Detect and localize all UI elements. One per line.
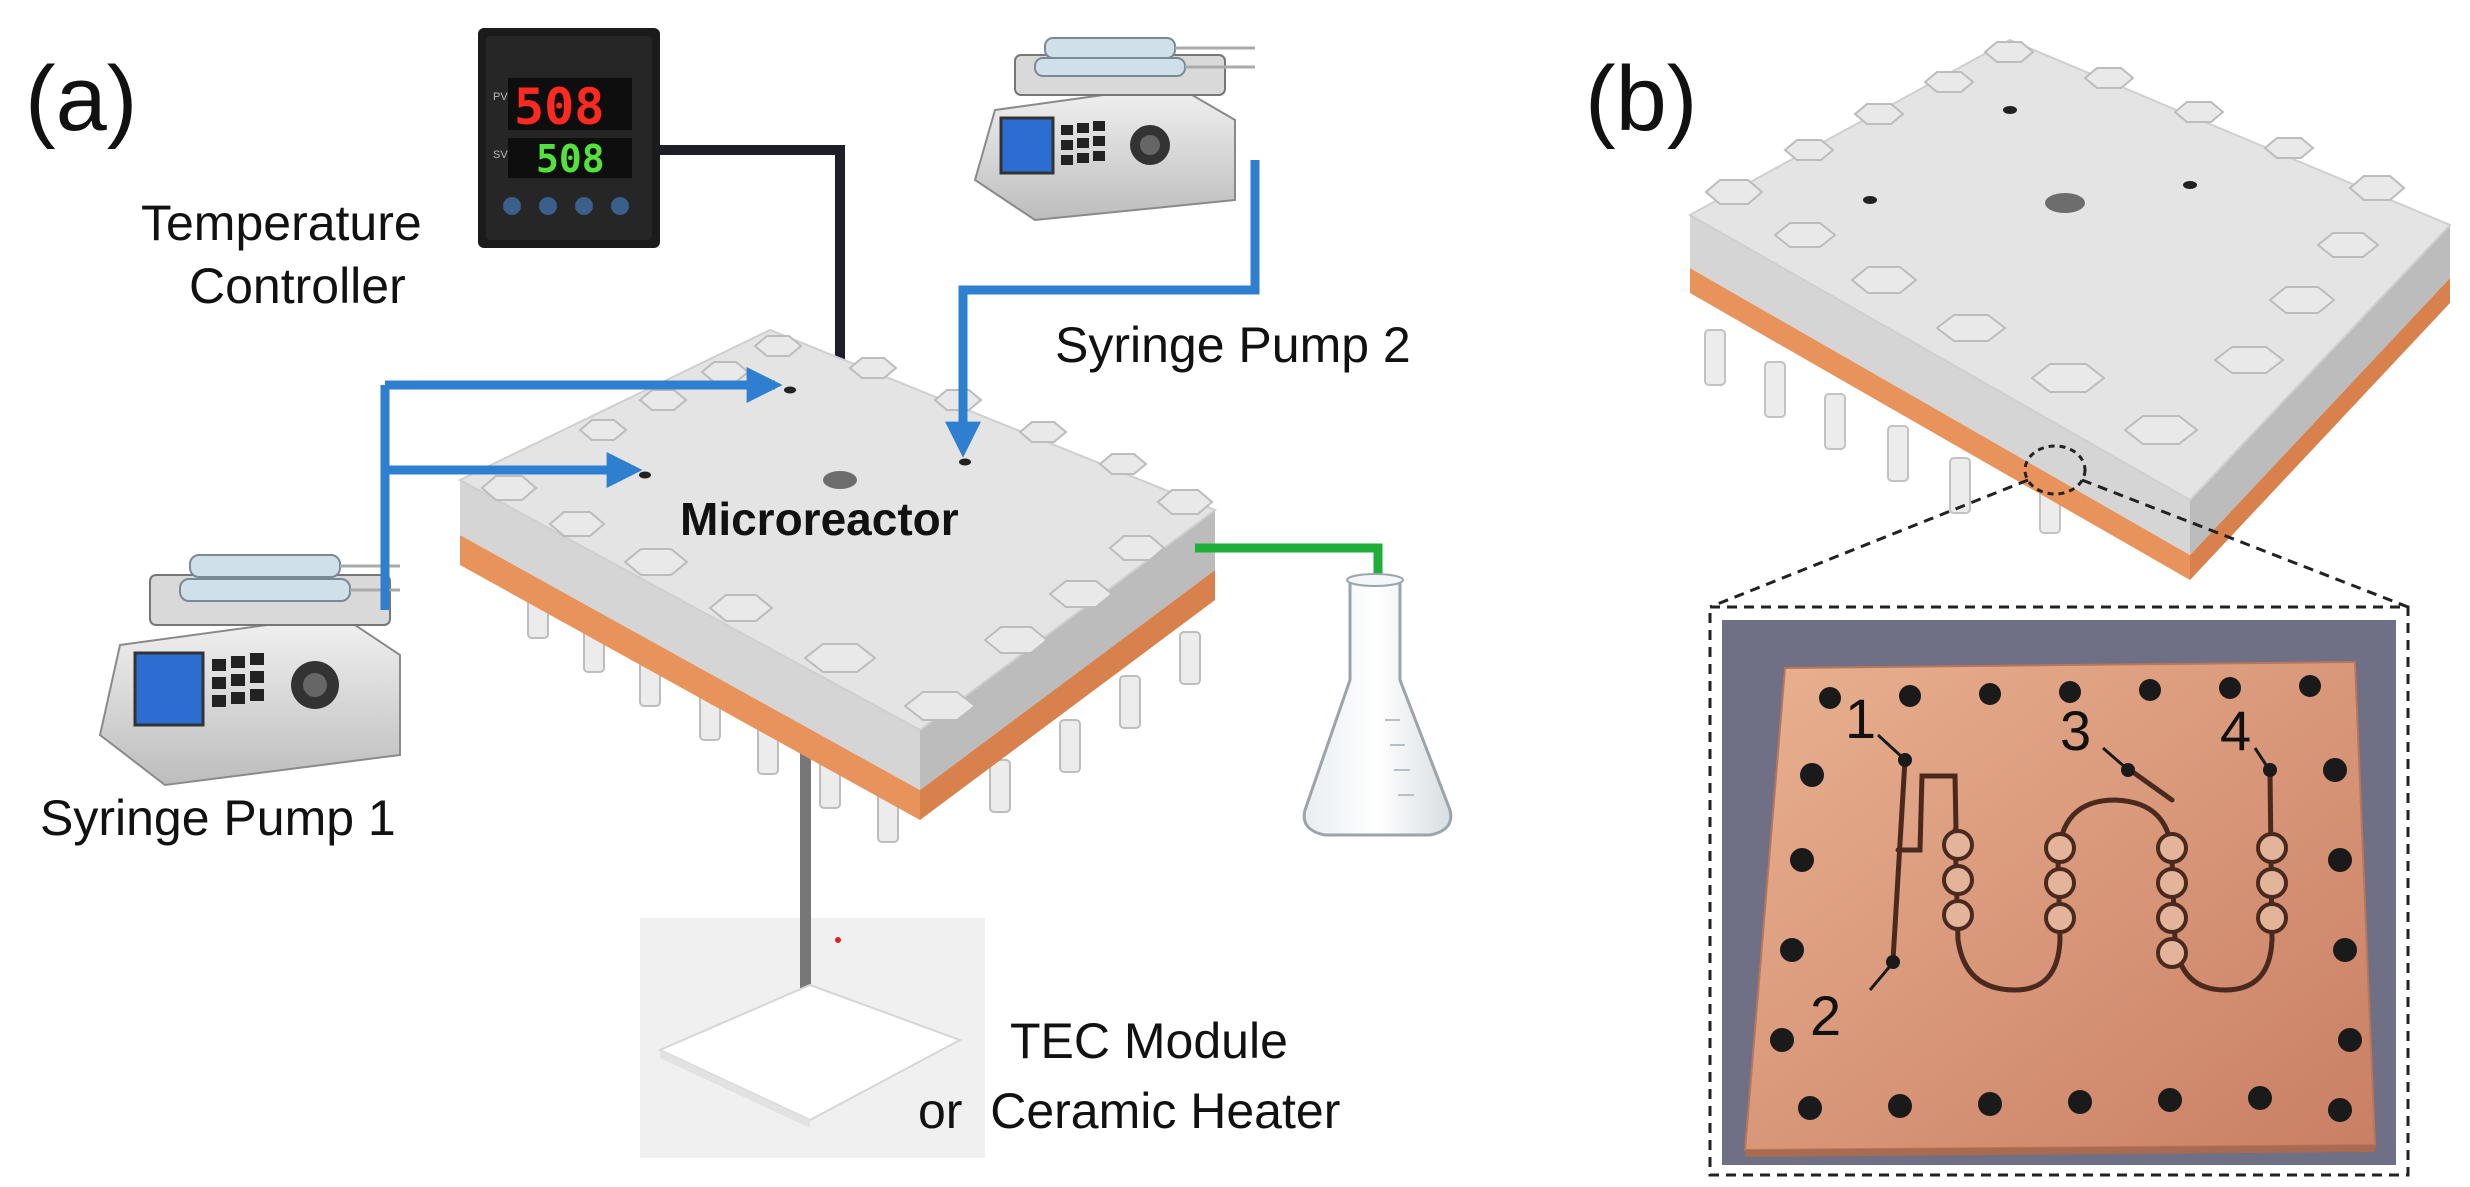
zoom-circle (2023, 444, 2087, 496)
copper-plate-photo (1722, 620, 2396, 1165)
heater-label-1: TEC Module (1010, 1013, 1288, 1069)
port-label-3: 3 (2060, 699, 2091, 762)
panel-b-label: (b) (1585, 48, 1697, 150)
sv-tag: SV (493, 149, 508, 161)
panel-b: (b) (1585, 38, 2452, 1177)
microreactor-label: Microreactor (680, 493, 959, 545)
temperature-controller: PV SV 508 508 (478, 28, 660, 248)
zoom-line-right (2081, 478, 2409, 609)
port-label-1: 1 (1845, 687, 1876, 750)
syringe-pump-2-label: Syringe Pump 2 (1055, 317, 1411, 373)
syringe-pump-1 (98, 554, 401, 787)
temperature-controller-label-1: Temperature (141, 195, 422, 251)
pv-tag: PV (493, 91, 508, 103)
zoom-line-left (1709, 478, 2029, 609)
syringe-pump-2 (973, 37, 1255, 222)
heater-render (640, 918, 985, 1158)
reactor-plate-render (1687, 38, 2452, 580)
syringe-pump-1-label: Syringe Pump 1 (40, 790, 396, 846)
erlenmeyer-flask (1302, 573, 1453, 837)
heater-label-2: or Ceramic Heater (918, 1083, 1340, 1139)
support-rod (800, 740, 811, 990)
sv-display: 508 (536, 137, 605, 181)
panel-a-label: (a) (25, 48, 137, 150)
zoom-box (1708, 605, 2410, 1177)
port-label-2: 2 (1810, 984, 1841, 1047)
pv-display: 508 (514, 78, 604, 136)
temperature-controller-label-2: Controller (189, 258, 406, 314)
microreactor-plate (457, 328, 1218, 843)
port-label-4: 4 (2220, 699, 2251, 762)
panel-a: (a) PV SV 508 508 Temperature Controller (25, 28, 1453, 1158)
pump-2-feed-line (945, 160, 1260, 458)
